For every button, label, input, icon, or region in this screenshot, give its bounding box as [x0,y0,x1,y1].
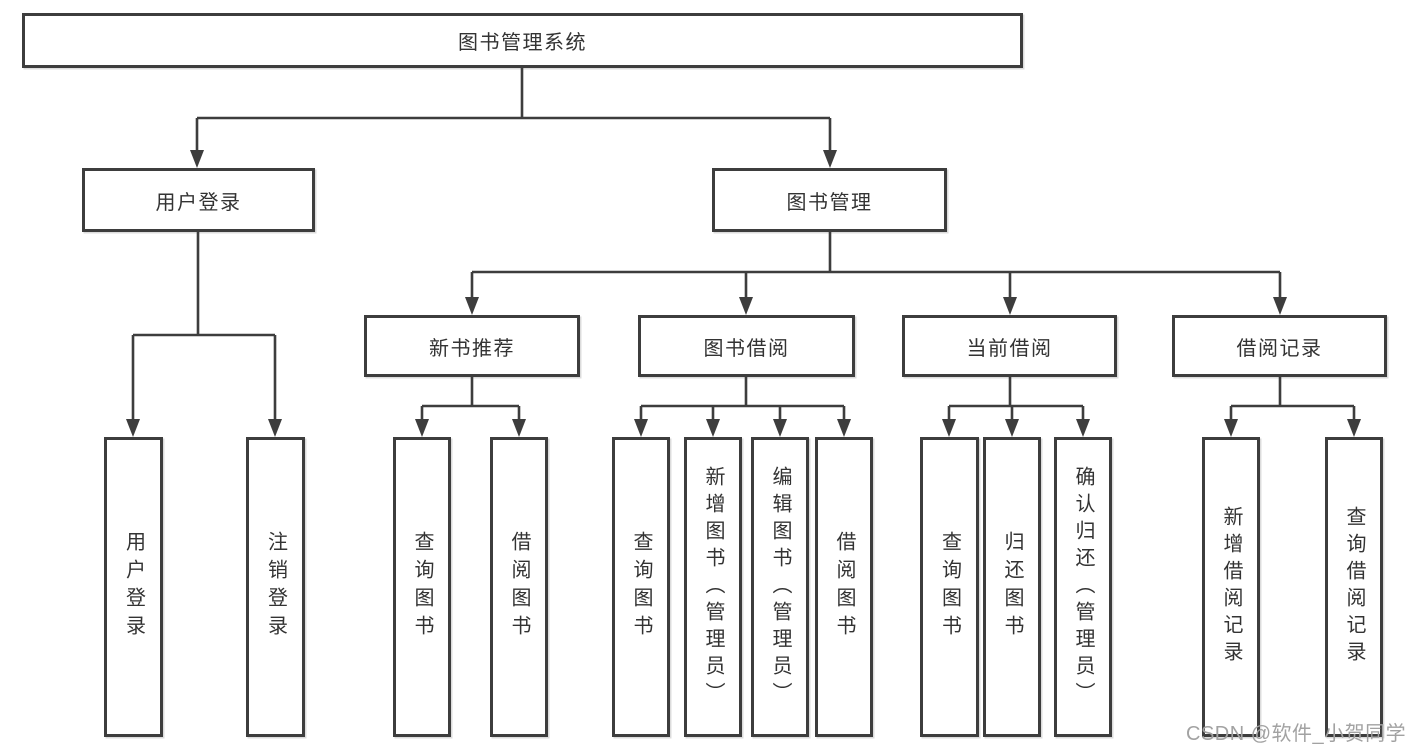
leaf-label: 用户登录 [122,531,145,643]
node-label: 当前借阅 [966,337,1053,360]
node-book-borrowing: 图书借阅 [638,315,855,377]
leaf-query-book-current: 查询图书 [920,437,979,737]
node-user-login: 用户登录 [82,168,315,232]
leaf-edit-book-admin: 编辑图书（管理员） [751,437,809,737]
leaf-label: 新增图书（管理员） [702,465,724,709]
node-label: 新书推荐 [429,337,515,360]
leaf-label: 查询图书 [938,531,961,643]
leaf-confirm-return-admin: 确认归还（管理员） [1054,437,1112,737]
node-label: 图书管理 [786,191,873,214]
leaf-borrow-book-recommend: 借阅图书 [490,437,548,737]
node-current-borrowing: 当前借阅 [902,315,1117,377]
watermark: CSDN @软件_小贺同学 [1186,723,1405,745]
leaf-query-borrow-record: 查询借阅记录 [1325,437,1383,737]
leaf-query-book-recommend: 查询图书 [393,437,451,737]
leaf-label: 新增借阅记录 [1220,506,1242,668]
node-label: 图书借阅 [703,337,790,360]
leaf-label: 确认归还（管理员） [1072,465,1094,709]
leaf-borrow-book: 借阅图书 [815,437,873,737]
leaf-label: 借阅图书 [508,531,530,643]
node-book-management: 图书管理 [712,168,947,232]
leaf-add-book-admin: 新增图书（管理员） [684,437,742,737]
leaf-user-login: 用户登录 [104,437,163,737]
leaf-label: 查询借阅记录 [1343,506,1365,668]
node-label: 用户登录 [155,191,242,214]
leaf-label: 编辑图书（管理员） [769,465,791,709]
leaf-label: 查询图书 [630,531,652,643]
leaf-add-borrow-record: 新增借阅记录 [1202,437,1260,737]
leaf-label: 查询图书 [411,531,433,643]
leaf-logout: 注销登录 [246,437,305,737]
node-library-management-system: 图书管理系统 [22,13,1023,68]
leaf-label: 注销登录 [264,531,287,643]
leaf-label: 归还图书 [1001,531,1023,643]
leaf-label: 借阅图书 [833,531,855,643]
leaf-return-book: 归还图书 [983,437,1041,737]
node-new-book-recommendation: 新书推荐 [364,315,580,377]
leaf-query-book-borrow: 查询图书 [612,437,670,737]
node-borrowing-records: 借阅记录 [1172,315,1387,377]
node-label: 图书管理系统 [458,32,587,54]
arrowheads [126,150,1361,437]
node-label: 借阅记录 [1236,337,1323,360]
